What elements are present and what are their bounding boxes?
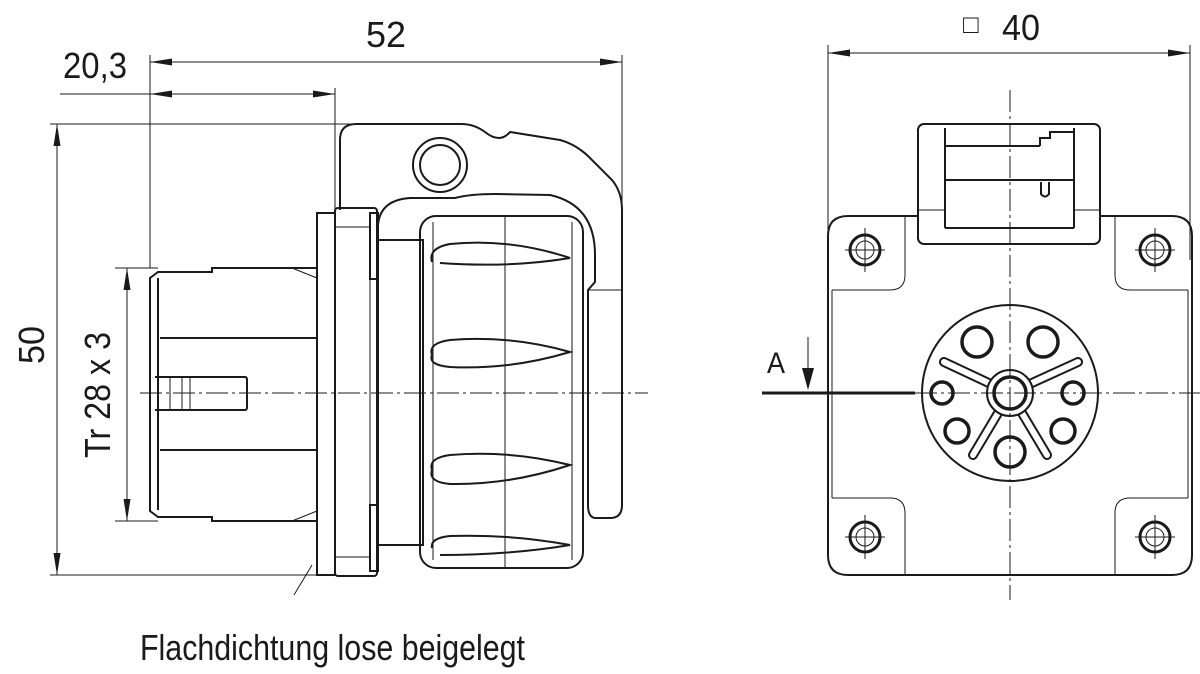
square-symbol: □ (963, 9, 979, 39)
front-view: □ 40 (762, 7, 1200, 600)
gasket-note: Flachdichtung lose beigelegt (140, 564, 525, 668)
grip-lobe (430, 452, 574, 486)
gasket-note-label: Flachdichtung lose beigelegt (140, 627, 525, 668)
dimension-50: 50 (11, 123, 360, 576)
cap (419, 215, 584, 569)
dimension-40: □ 40 (827, 7, 1191, 270)
side-view: 52 20,3 50 Tr 28 x 3 (11, 14, 648, 668)
dimension-50-label: 50 (11, 326, 52, 364)
dimension-20-3-label: 20,3 (63, 45, 127, 86)
mounting-hole (1135, 228, 1175, 272)
section-marker-a: A (762, 337, 915, 395)
mounting-hole (845, 228, 885, 272)
dimension-thread: Tr 28 x 3 (77, 267, 158, 522)
latch (917, 123, 1101, 245)
dimension-40-label: 40 (1002, 7, 1040, 48)
contact-pin (960, 325, 994, 359)
mounting-hole (1135, 515, 1175, 559)
threaded-body (149, 267, 318, 522)
grip-lobe (430, 337, 574, 369)
dimension-52-label: 52 (366, 14, 406, 55)
flat-gasket (316, 212, 336, 576)
contact-pin (943, 417, 971, 445)
section-label: A (767, 347, 785, 380)
dimension-52: 52 (149, 14, 623, 290)
dimension-20-3: 20,3 (60, 45, 336, 212)
contact-pin (1026, 325, 1060, 359)
mounting-holes (845, 228, 1175, 559)
flange (316, 207, 379, 577)
mounting-hole (845, 515, 885, 559)
contact-pin (1049, 417, 1077, 445)
dimension-thread-label: Tr 28 x 3 (77, 332, 118, 458)
hinged-cover (339, 123, 623, 519)
grip-lobe (430, 241, 571, 266)
grip-lobe (430, 534, 571, 556)
